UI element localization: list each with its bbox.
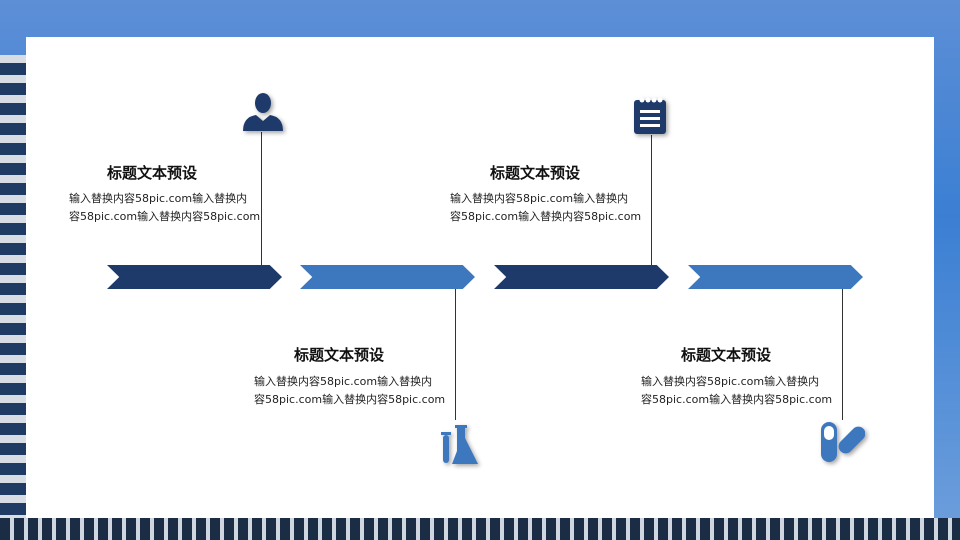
item-2-text: 输入替换内容58pic.com输入替换内容58pic.com输入替换内容58pi…: [254, 373, 454, 409]
flask-icon: [441, 425, 478, 464]
timeline-arrow-4: [688, 265, 863, 289]
person-icon: [243, 93, 283, 131]
item-3-title: 标题文本预设: [489, 164, 580, 182]
pill-icon: [821, 422, 865, 462]
background-building: [0, 55, 30, 540]
item-1-line-1: 输入替换内容58pic.com输入替换内: [69, 192, 248, 205]
connector-line-2: [455, 289, 456, 420]
item-1-text: 输入替换内容58pic.com输入替换内容58pic.com输入替换内容58pi…: [69, 190, 269, 226]
item-2-line-2: 容58pic.com输入替换内容58pic.com: [254, 393, 446, 406]
timeline-arrow-1: [107, 265, 282, 289]
item-3-line-1: 输入替换内容58pic.com输入替换内: [450, 192, 629, 205]
item-3-line-2: 容58pic.com输入替换内容58pic.com: [450, 210, 642, 223]
background-building-bottom: [0, 518, 960, 540]
timeline-arrow-3: [494, 265, 669, 289]
item-1-title: 标题文本预设: [106, 164, 197, 182]
item-2-line-1: 输入替换内容58pic.com输入替换内: [254, 375, 433, 388]
item-4-line-1: 输入替换内容58pic.com输入替换内: [641, 375, 820, 388]
connector-line-3: [651, 135, 652, 265]
connector-line-4: [842, 289, 843, 420]
timeline-arrow-2: [300, 265, 475, 289]
item-4-text: 输入替换内容58pic.com输入替换内容58pic.com输入替换内容58pi…: [641, 373, 841, 409]
notepad-icon: [634, 97, 666, 134]
item-2-title: 标题文本预设: [293, 346, 384, 364]
item-3-text: 输入替换内容58pic.com输入替换内容58pic.com输入替换内容58pi…: [450, 190, 650, 226]
connector-line-1: [261, 132, 262, 265]
item-1-line-2: 容58pic.com输入替换内容58pic.com: [69, 210, 261, 223]
item-4-title: 标题文本预设: [680, 346, 771, 364]
item-4-line-2: 容58pic.com输入替换内容58pic.com: [641, 393, 833, 406]
